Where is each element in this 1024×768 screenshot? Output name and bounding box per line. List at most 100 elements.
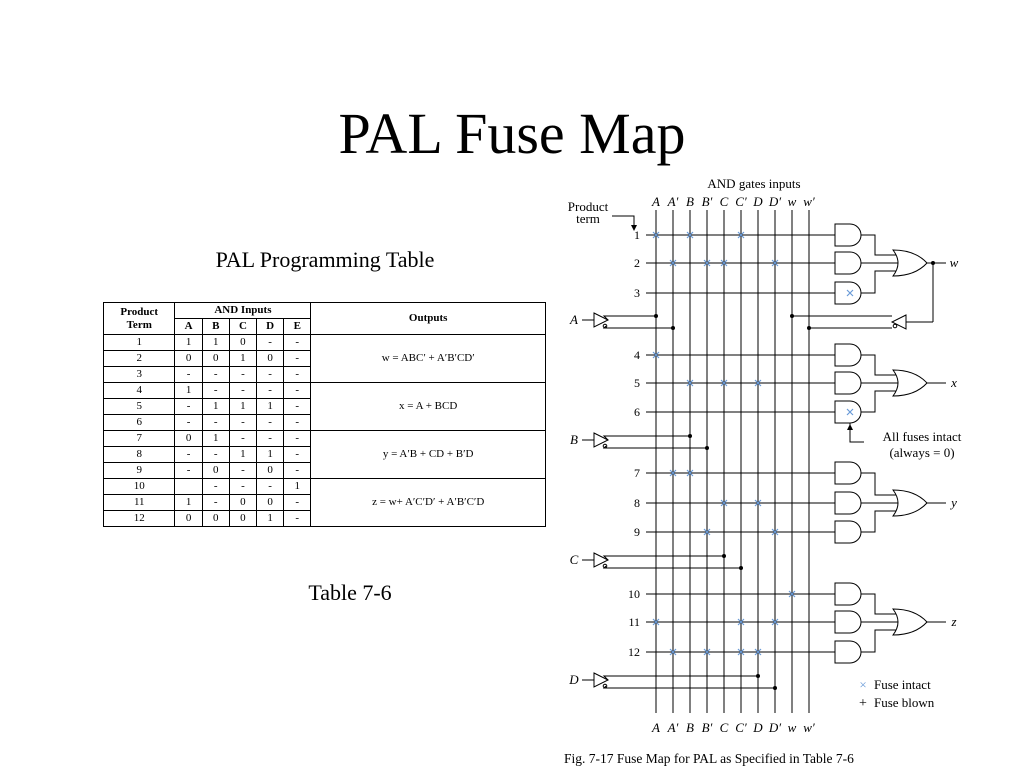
junction-dot (807, 326, 811, 330)
input-bit-cell: - (283, 366, 312, 383)
and-or-wire (861, 234, 896, 256)
fuse-intact-mark (652, 231, 660, 239)
and-gate (834, 223, 862, 247)
input-bit-cell: - (174, 366, 203, 383)
junction-dot (722, 554, 726, 558)
and-gate (834, 371, 862, 395)
fuse-blown-icon: + (859, 696, 867, 711)
table-row: 9-0-0- (102, 462, 546, 479)
fuse-intact-mark (720, 499, 728, 507)
output-function-cell: y = A′B + CD + B′D (310, 430, 546, 479)
outputs-header: Outputs (310, 302, 546, 335)
output-function-cell: w = ABC′ + A′B′CD′ (310, 334, 546, 383)
input-bit-cell: 0 (255, 350, 285, 367)
input-bit-cell: 0 (174, 430, 203, 447)
gate-all-fuses-mark (846, 289, 854, 297)
input-complement-wire (602, 445, 707, 449)
input-bit-cell: - (255, 430, 285, 447)
column-label-top: A (651, 194, 660, 209)
fuse-intact-mark (669, 648, 677, 656)
term-number-label: 4 (634, 348, 640, 362)
column-label-bottom: B′ (702, 720, 713, 735)
term-cell: 1 (102, 334, 176, 351)
junction-dot (756, 674, 760, 678)
input-bit-cell: - (201, 382, 230, 399)
input-true-wire (602, 555, 724, 561)
input-bit-cell: 1 (283, 478, 312, 495)
input-bit-cell: - (283, 494, 312, 511)
input-bit-cell: 0 (255, 462, 285, 479)
fuse-intact-mark (669, 259, 677, 267)
fuse-map-diagram: AND gates inputsAAA′A′BBB′B′CCC′C′DDD′D′… (564, 176, 962, 766)
fuse-intact-mark (703, 648, 711, 656)
input-bit-cell: 1 (201, 430, 230, 447)
input-c-label: C (570, 552, 579, 567)
column-label-bottom: C′ (735, 720, 747, 735)
product-term-label: term (576, 211, 600, 226)
term-cell: 2 (102, 350, 176, 367)
pointer-arrow (612, 215, 635, 228)
and-gate (834, 461, 862, 485)
input-bit-cell: 1 (255, 398, 285, 415)
term-number-label: 6 (634, 405, 640, 419)
term-number-label: 3 (634, 286, 640, 300)
input-bit-cell: - (283, 414, 312, 431)
input-bit-cell: 0 (228, 510, 258, 527)
input-bit-cell: - (283, 510, 312, 527)
column-label-bottom: D (752, 720, 763, 735)
slide-title: PAL Fuse Map (338, 101, 686, 166)
term-cell: 8 (102, 446, 176, 463)
output-function-cell: x = A + BCD (310, 382, 546, 431)
junction-dot (773, 686, 777, 690)
column-label-top: C′ (735, 194, 747, 209)
term-number-label: 11 (628, 615, 640, 629)
fuse-intact-mark (720, 379, 728, 387)
and-gates-inputs-label: AND gates inputs (707, 176, 800, 191)
input-bit-cell: 1 (201, 398, 230, 415)
term-number-label: 1 (634, 228, 640, 242)
fuse-intact-mark (737, 648, 745, 656)
input-bit-cell: 0 (201, 462, 230, 479)
gate-all-fuses-mark (846, 408, 854, 416)
column-label-bottom: D′ (768, 720, 781, 735)
column-label-top: w′ (803, 194, 815, 209)
input-bit-cell: 0 (201, 510, 230, 527)
column-label-bottom: A (651, 720, 660, 735)
junction-dot (671, 326, 675, 330)
fuse-intact-mark (754, 648, 762, 656)
input-true-wire (602, 435, 690, 441)
and-gate (834, 520, 862, 544)
column-header: E (283, 318, 312, 335)
fuse-intact-mark (737, 618, 745, 626)
input-bit-cell: 1 (174, 382, 203, 399)
term-number-label: 5 (634, 376, 640, 390)
input-bit-cell: - (201, 414, 230, 431)
input-bit-cell: - (174, 446, 203, 463)
input-bit-cell (174, 478, 203, 495)
column-label-top: B′ (702, 194, 713, 209)
table-row: 6----- (102, 414, 546, 431)
column-label-top: B (686, 194, 694, 209)
input-bit-cell: 0 (228, 494, 258, 511)
all-fuses-note: All fuses intact (883, 429, 962, 444)
input-bit-cell: 1 (174, 334, 203, 351)
fuse-intact-mark (737, 231, 745, 239)
and-gate (834, 640, 862, 664)
input-bit-cell: - (283, 334, 312, 351)
fuse-intact-mark (686, 469, 694, 477)
note-pointer (849, 423, 864, 443)
column-label-bottom: w (788, 720, 797, 735)
note-arrowhead (847, 424, 853, 430)
input-b-label: B (570, 432, 578, 447)
term-cell: 5 (102, 398, 176, 415)
fuse-intact-mark (771, 618, 779, 626)
column-label-top: w (788, 194, 797, 209)
product-header-line1: Product (120, 305, 159, 318)
all-fuses-note: (always = 0) (889, 445, 954, 460)
input-bit-cell: - (201, 366, 230, 383)
input-complement-wire (602, 685, 775, 689)
